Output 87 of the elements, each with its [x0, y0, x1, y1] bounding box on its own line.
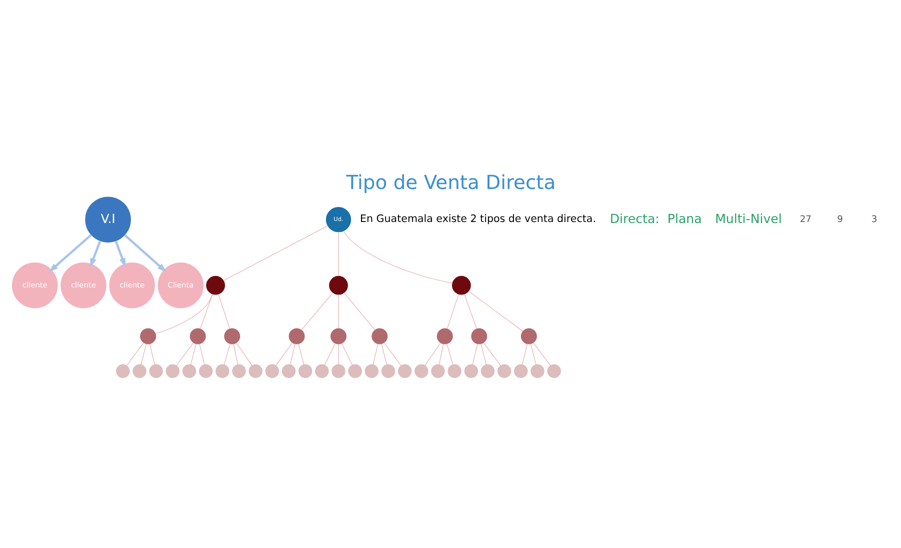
connector	[468, 290, 523, 332]
connector	[343, 292, 375, 330]
connector	[289, 343, 295, 364]
node-circle	[380, 364, 395, 378]
node-circle	[314, 364, 328, 378]
connector	[154, 293, 212, 334]
node-circle	[215, 364, 229, 378]
connector	[232, 343, 238, 364]
label: 3	[870, 214, 877, 224]
label: En Guatemala existe 2 tipos de venta directa.	[360, 212, 596, 225]
node-circle	[182, 364, 196, 378]
node-circle	[288, 328, 304, 344]
connector	[236, 342, 252, 366]
connector	[446, 293, 458, 329]
connector	[126, 342, 144, 366]
node-circle	[281, 364, 296, 378]
node-circle	[264, 364, 279, 378]
node-circle	[331, 364, 345, 378]
node-circle	[148, 364, 162, 378]
node-circle	[348, 364, 362, 378]
connector	[522, 343, 528, 364]
connector	[380, 343, 387, 364]
connector	[198, 343, 204, 364]
label: Multi-Nivel	[714, 210, 782, 226]
node-circle	[165, 364, 180, 378]
connector	[372, 343, 378, 364]
node-circle	[330, 328, 346, 344]
node-circle	[414, 364, 428, 378]
node-circle	[132, 364, 146, 378]
connector	[148, 343, 154, 364]
connector	[532, 342, 550, 366]
node-circle	[514, 364, 528, 378]
node-circle	[520, 328, 536, 344]
node-circle	[364, 364, 378, 378]
connector	[222, 225, 328, 280]
connector	[218, 293, 230, 329]
node-circle	[397, 364, 412, 378]
connector	[176, 342, 194, 366]
connector	[275, 342, 292, 366]
arrow	[48, 234, 92, 272]
connector	[298, 343, 304, 364]
node-circle: V.I	[84, 196, 130, 242]
label: 27	[799, 214, 811, 224]
node-circle	[436, 328, 452, 344]
connector	[342, 230, 452, 283]
node-circle	[328, 275, 348, 294]
node-circle	[232, 364, 246, 378]
node-circle	[140, 328, 156, 344]
node-circle	[470, 328, 487, 344]
node-circle	[224, 328, 240, 344]
node-circle	[530, 364, 544, 378]
node-circle	[248, 364, 262, 378]
node-circle	[189, 328, 206, 344]
node-circle	[480, 364, 494, 378]
connector	[300, 292, 333, 330]
diagram-title: Tipo de Venta Directa	[346, 170, 556, 194]
connector	[190, 343, 196, 364]
node-circle	[206, 275, 224, 294]
connector	[383, 342, 401, 366]
arrow	[123, 234, 166, 272]
connector	[199, 293, 212, 329]
arrow	[90, 240, 101, 267]
connector	[446, 343, 453, 364]
node-circle	[546, 364, 560, 378]
label: Directa: Plana	[609, 210, 702, 226]
node-circle	[371, 328, 388, 344]
connector	[424, 342, 440, 366]
connector	[464, 293, 477, 329]
label: 9	[836, 214, 842, 224]
connector	[140, 343, 146, 364]
connector	[324, 342, 336, 365]
connector	[480, 343, 486, 364]
connector	[340, 342, 352, 365]
node-circle	[116, 364, 130, 378]
node-circle	[452, 275, 470, 294]
connector	[438, 343, 444, 364]
connector	[482, 342, 500, 366]
connector	[530, 343, 536, 364]
node-circle	[447, 364, 461, 378]
node-circle	[464, 364, 478, 378]
arrow	[114, 240, 126, 267]
connector	[223, 343, 230, 364]
node-circle	[198, 364, 212, 378]
connector	[472, 343, 478, 364]
node-circle	[298, 364, 312, 378]
node-circle	[430, 364, 444, 378]
node-circle	[496, 364, 511, 378]
